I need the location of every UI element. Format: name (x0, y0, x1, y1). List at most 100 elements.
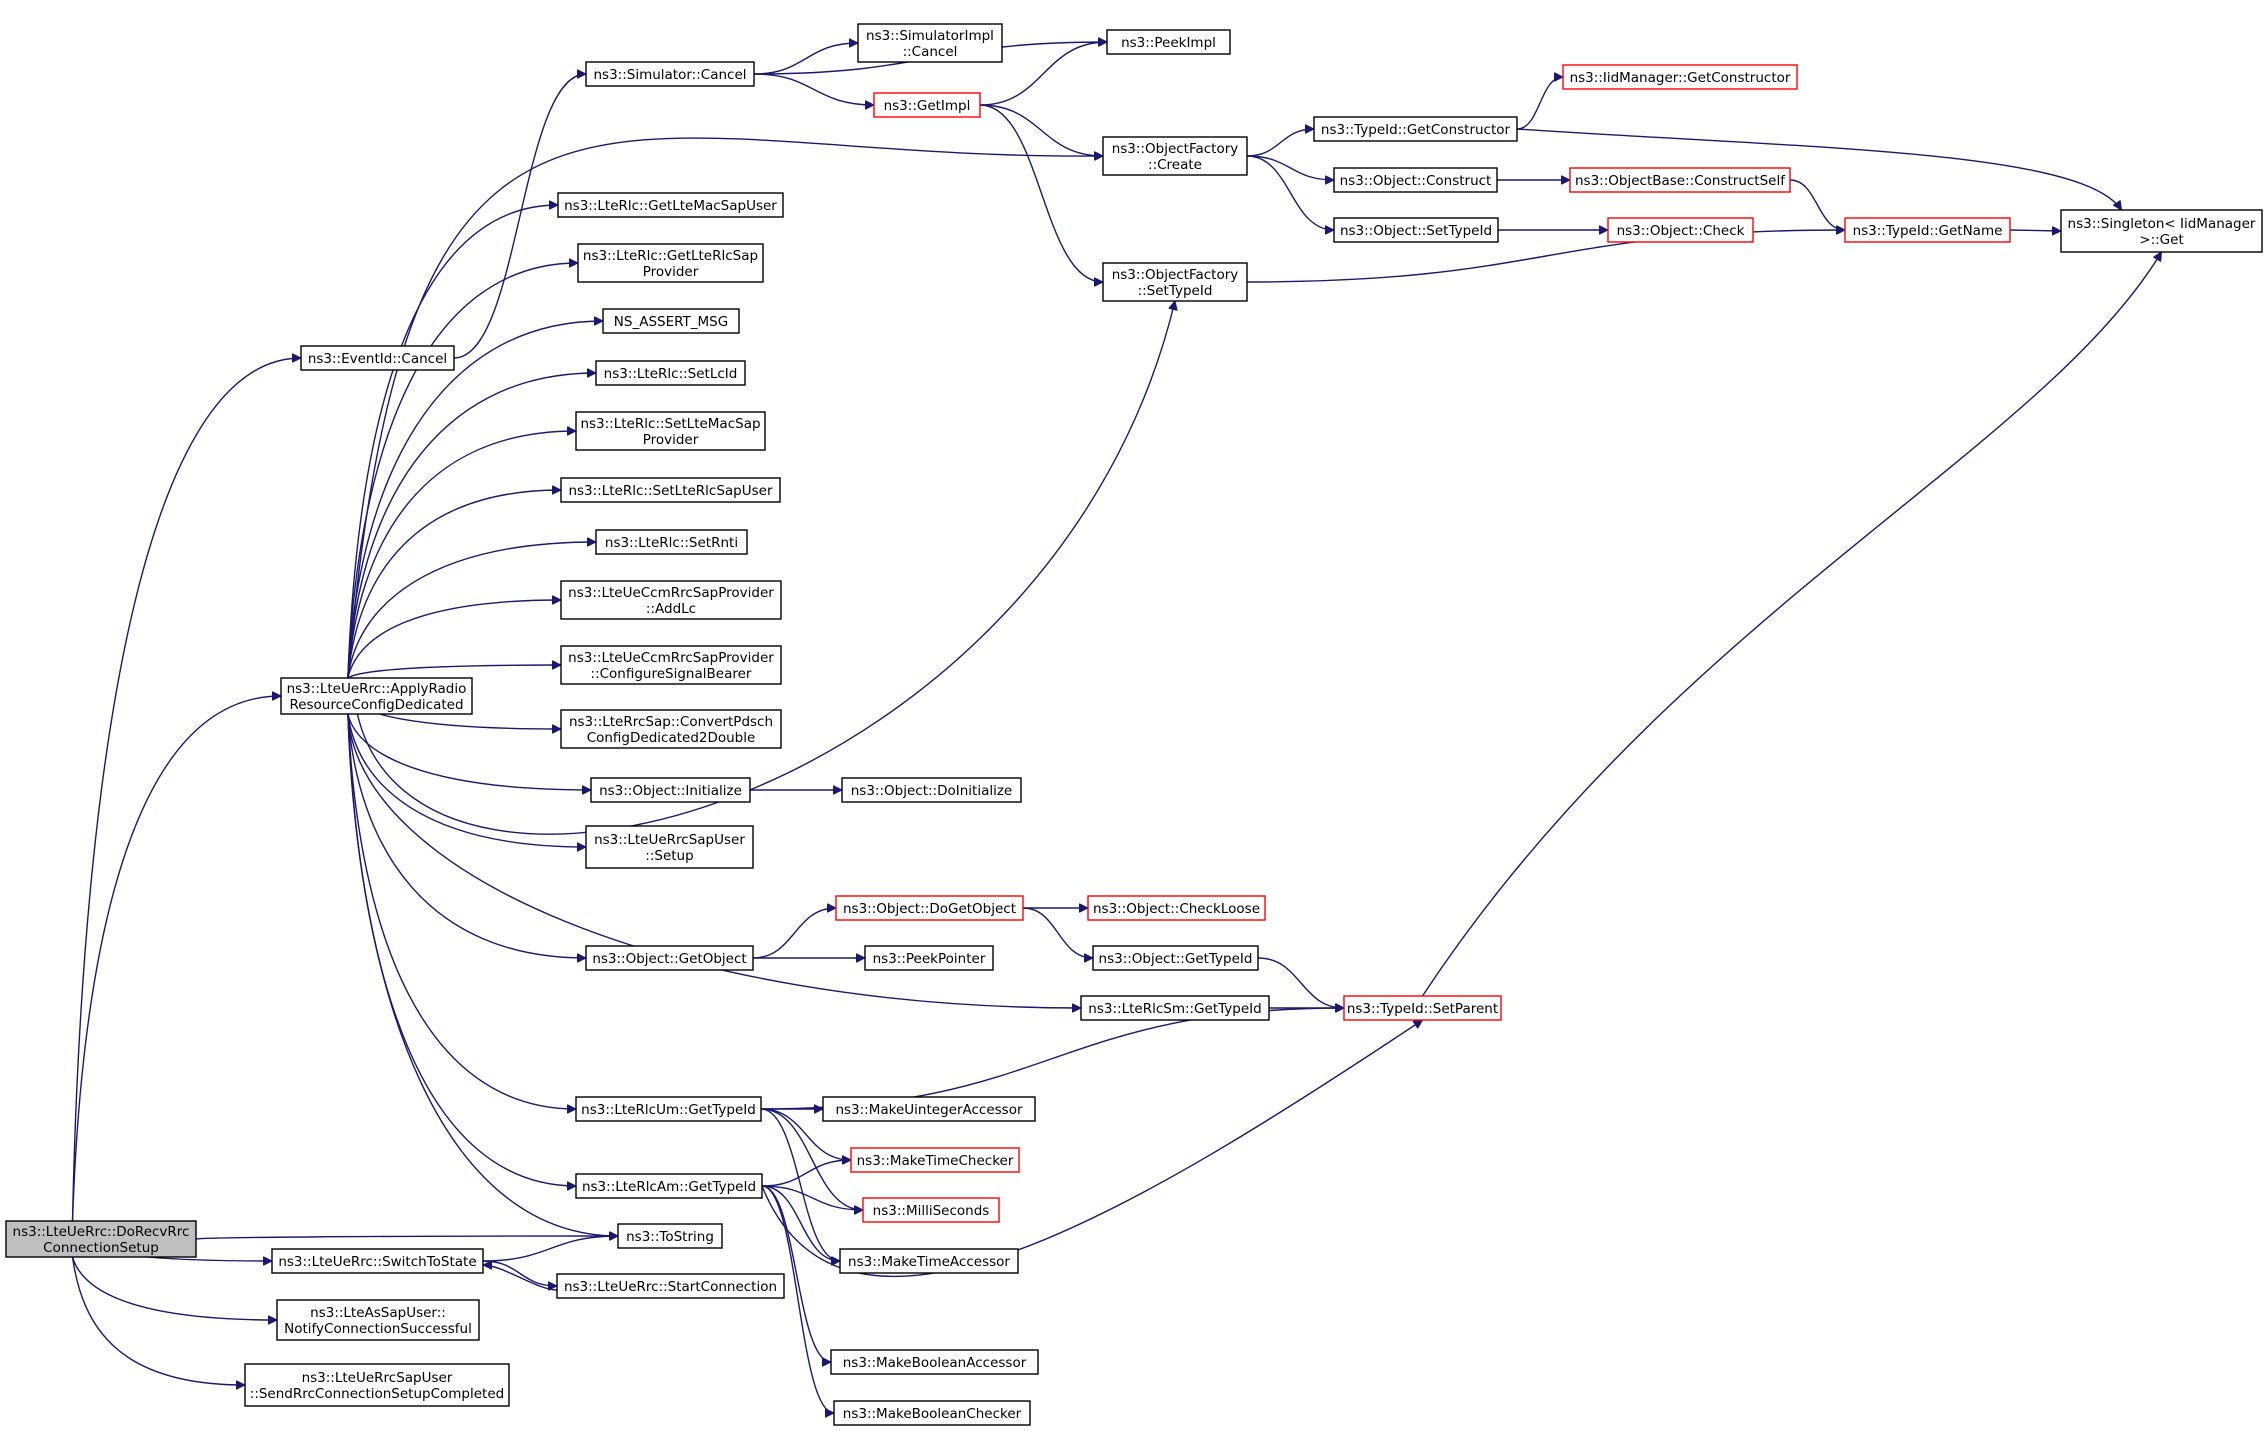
node-box (857, 23, 1003, 63)
edge-root-to-tostring (195, 1236, 618, 1239)
node-label: ns3::Singleton< IidManager (2068, 216, 2256, 232)
edge-apply-radio-to-ccm-configsb (347, 665, 561, 679)
node-getimpl[interactable]: ns3::GetImpl (873, 92, 981, 118)
edge-apply-radio-to-rrcsapuser-setup (347, 713, 586, 847)
node-obj-construct[interactable]: ns3::Object::Construct (1333, 167, 1498, 193)
node-box (1092, 945, 1259, 971)
node-notifyconn[interactable]: ns3::LteAsSapUser::NotifyConnectionSucce… (276, 1299, 480, 1341)
node-tostring[interactable]: ns3::ToString (617, 1223, 723, 1249)
node-label: ns3::LteRlc::GetLteRlcSap (583, 248, 758, 264)
node-ccm-configsb[interactable]: ns3::LteUeCcmRrcSapProvider::ConfigureSi… (560, 645, 782, 685)
node-rlcam-gettypeid[interactable]: ns3::LteRlcAm::GetTypeId (575, 1173, 763, 1199)
node-eventid-cancel[interactable]: ns3::EventId::Cancel (300, 345, 455, 371)
node-obj-checkloose[interactable]: ns3::Object::CheckLoose (1087, 895, 1266, 921)
node-ns-assert[interactable]: NS_ASSERT_MSG (602, 308, 740, 334)
edge-apply-radio-to-of-create (347, 137, 1103, 679)
node-label: ConnectionSetup (43, 1240, 159, 1256)
node-label: ResourceConfigDedicated (289, 697, 463, 713)
node-make-uint-acc[interactable]: ns3::MakeUintegerAccessor (822, 1096, 1036, 1122)
node-obj-gettypeid[interactable]: ns3::Object::GetTypeId (1092, 945, 1259, 971)
node-label: ns3::LteRlc::SetRnti (605, 535, 738, 551)
node-box (1569, 167, 1791, 193)
edge-rlcam-gettypeid-to-make-time-acc (761, 1185, 840, 1261)
node-rrcsap-convert[interactable]: ns3::LteRrcSap::ConvertPdschConfigDedica… (560, 709, 782, 749)
node-box (617, 1223, 723, 1249)
node-label: Provider (643, 432, 699, 448)
node-ccm-addlc[interactable]: ns3::LteUeCcmRrcSapProvider::AddLc (560, 580, 782, 620)
node-peekpointer[interactable]: ns3::PeekPointer (864, 945, 994, 971)
node-sendrrc[interactable]: ns3::LteUeRrcSapUser::SendRrcConnectionS… (244, 1363, 510, 1407)
node-obj-doinitialize[interactable]: ns3::Object::DoInitialize (841, 777, 1022, 803)
edge-of-create-to-obj-settypeid (1246, 155, 1334, 230)
node-label: >::Get (2139, 232, 2183, 248)
node-make-bool-chk[interactable]: ns3::MakeBooleanChecker (833, 1400, 1031, 1426)
node-of-settypeid[interactable]: ns3::ObjectFactory::SetTypeId (1102, 262, 1248, 302)
node-peekimpl[interactable]: ns3::PeekImpl (1106, 29, 1231, 55)
edge-apply-radio-to-rlcum-gettypeid (347, 713, 576, 1109)
node-rrcsapuser-setup[interactable]: ns3::LteUeRrcSapUser::Setup (585, 825, 754, 869)
node-startconnection[interactable]: ns3::LteUeRrc::StartConnection (556, 1273, 785, 1299)
node-obj-check[interactable]: ns3::Object::Check (1607, 217, 1754, 243)
node-make-time-chk[interactable]: ns3::MakeTimeChecker (850, 1147, 1020, 1173)
node-make-bool-acc[interactable]: ns3::MakeBooleanAccessor (830, 1349, 1039, 1375)
node-objbase-cself[interactable]: ns3::ObjectBase::ConstructSelf (1569, 167, 1791, 193)
node-label: ::SetTypeId (1138, 283, 1213, 299)
edge-getimpl-to-of-create (979, 104, 1103, 156)
node-tid-getname[interactable]: ns3::TypeId::GetName (1844, 217, 2011, 243)
node-label: ns3::LteUeRrc::StartConnection (564, 1279, 777, 1295)
node-of-create[interactable]: ns3::ObjectFactory::Create (1102, 136, 1248, 176)
node-box (873, 92, 981, 118)
edge-rlcam-gettypeid-to-milliseconds (761, 1185, 863, 1210)
node-apply-radio[interactable]: ns3::LteUeRrc::ApplyRadioResourceConfigD… (280, 677, 473, 715)
node-iid-getctor[interactable]: ns3::IidManager::GetConstructor (1562, 64, 1798, 90)
node-box (595, 529, 748, 555)
node-sim-cancel[interactable]: ns3::Simulator::Cancel (585, 61, 755, 87)
node-simimpl-cancel[interactable]: ns3::SimulatorImpl::Cancel (857, 23, 1003, 63)
node-box (1080, 995, 1270, 1021)
node-label: ns3::Simulator::Cancel (593, 67, 746, 83)
node-obj-initialize[interactable]: ns3::Object::Initialize (590, 777, 751, 803)
node-singleton-get[interactable]: ns3::Singleton< IidManager>::Get (2060, 209, 2263, 253)
edge-tid-getctor-to-iid-getctor (1516, 77, 1564, 130)
node-milliseconds[interactable]: ns3::MilliSeconds (862, 1197, 1000, 1223)
node-rlcsm-gettypeid[interactable]: ns3::LteRlcSm::GetTypeId (1080, 995, 1270, 1021)
edge-tid-getname-to-singleton-get (2009, 230, 2061, 231)
edge-sim-cancel-to-simimpl-cancel (753, 43, 858, 75)
node-rlc-setrnti[interactable]: ns3::LteRlc::SetRnti (595, 529, 748, 555)
edge-apply-radio-to-obj-initialize (347, 713, 591, 790)
node-label: ns3::ObjectFactory (1112, 141, 1239, 157)
node-box (585, 825, 754, 869)
node-rlc-getmacuser[interactable]: ns3::LteRlc::GetLteMacSapUser (557, 192, 784, 218)
node-tid-getctor[interactable]: ns3::TypeId::GetConstructor (1313, 116, 1518, 142)
node-label: ns3::LteUeRrc::ApplyRadio (287, 681, 467, 697)
node-rlcum-gettypeid[interactable]: ns3::LteRlcUm::GetTypeId (575, 1096, 762, 1122)
node-label: ns3::ObjectFactory (1112, 267, 1239, 283)
node-rlc-setrlcuser[interactable]: ns3::LteRlc::SetLteRlcSapUser (560, 477, 781, 503)
node-rlc-setlcid[interactable]: ns3::LteRlc::SetLcId (595, 360, 746, 386)
node-label: ns3::TypeId::SetParent (1347, 1001, 1498, 1017)
node-label: ns3::IidManager::GetConstructor (1570, 70, 1791, 86)
node-box (850, 1147, 1020, 1173)
node-box (244, 1363, 510, 1407)
node-switchtostate[interactable]: ns3::LteUeRrc::SwitchToState (271, 1248, 484, 1274)
node-box (590, 777, 751, 803)
node-obj-settypeid[interactable]: ns3::Object::SetTypeId (1333, 217, 1499, 243)
node-box (1607, 217, 1754, 243)
node-obj-getobject[interactable]: ns3::Object::GetObject (585, 945, 754, 971)
node-obj-dogetobject[interactable]: ns3::Object::DoGetObject (835, 895, 1024, 921)
node-box (602, 308, 740, 334)
node-box (862, 1197, 1000, 1223)
node-label: ns3::MakeBooleanChecker (843, 1406, 1022, 1422)
node-box (280, 677, 473, 715)
node-label: ::SendRrcConnectionSetupCompleted (250, 1386, 504, 1402)
function-nodes: ns3::LteUeRrc::DoRecvRrcConnectionSetupn… (5, 23, 2263, 1426)
node-make-time-acc[interactable]: ns3::MakeTimeAccessor (839, 1248, 1019, 1274)
edge-rlcum-gettypeid-to-make-time-acc (760, 1108, 841, 1261)
edge-apply-radio-to-rlc-getrlcprov (347, 263, 578, 679)
edge-apply-radio-to-rlc-setmacprov (347, 431, 576, 679)
edge-apply-radio-to-rlc-setrlcuser (347, 490, 561, 679)
node-tid-setparent[interactable]: ns3::TypeId::SetParent (1343, 995, 1502, 1021)
